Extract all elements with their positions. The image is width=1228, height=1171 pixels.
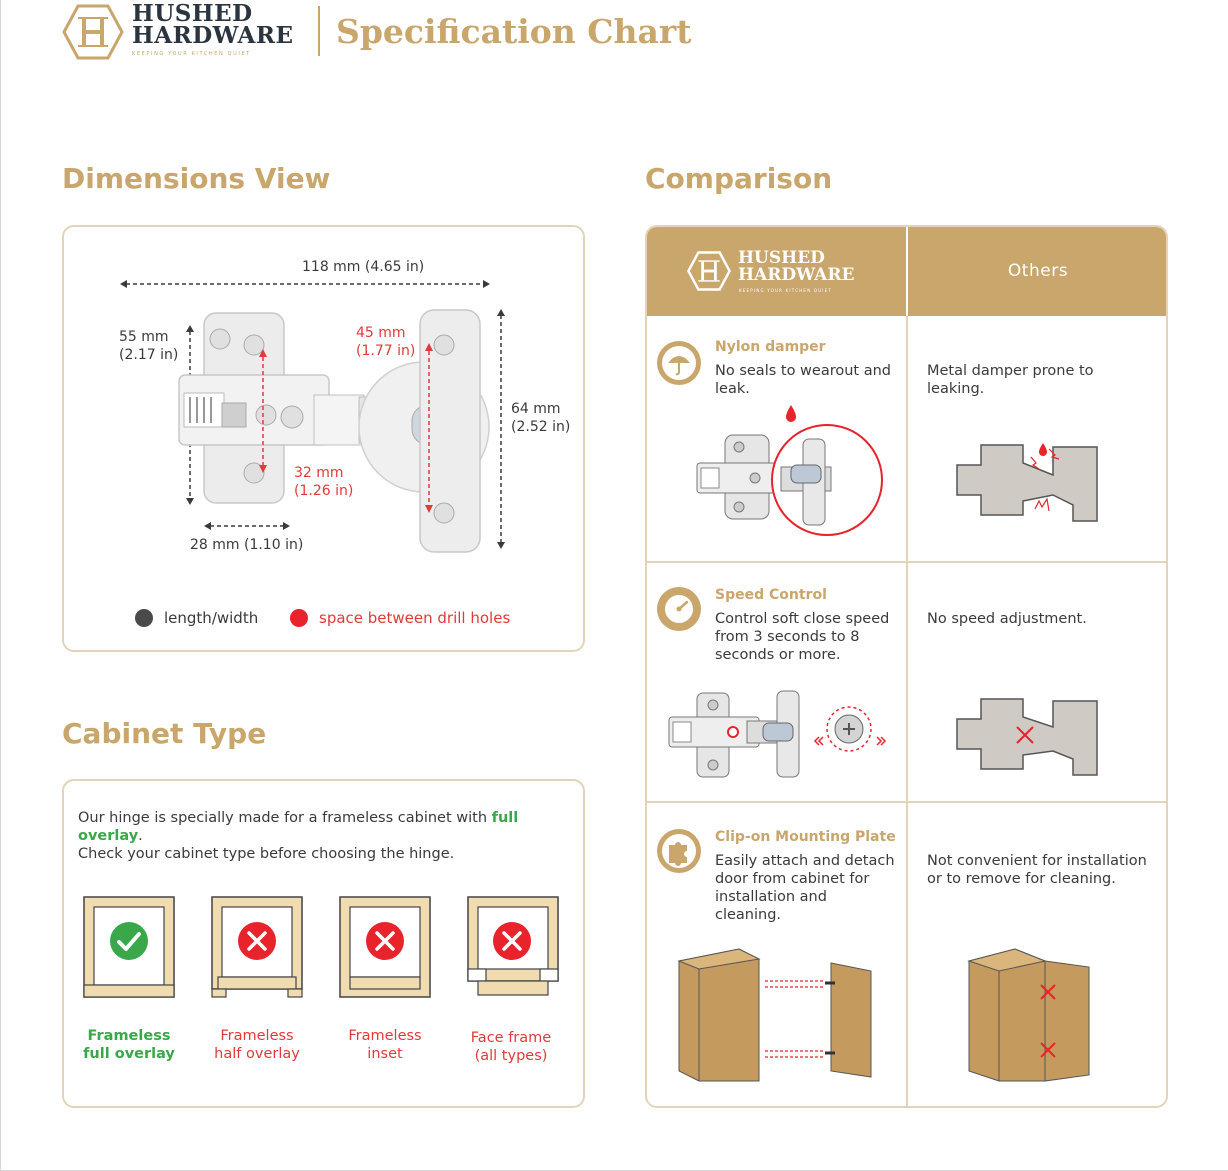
speed-control-hinge-illustration <box>668 690 887 778</box>
comparison-header: HUSHED HARDWARE KEEPING YOUR KITCHEN QUI… <box>647 227 1166 316</box>
others-description: No speed adjustment. <box>927 611 1087 627</box>
others-description: Not convenient for installation or to re… <box>927 853 1147 887</box>
cross-icon <box>238 922 276 960</box>
total-width-label: 118 mm (4.65 in) <box>302 259 425 275</box>
comparison-brand-line1: HUSHED <box>738 248 825 268</box>
puzzle-icon <box>657 829 701 873</box>
cabinet-label-line1: Frameless <box>348 1028 422 1044</box>
speedometer-icon <box>657 587 701 631</box>
feature-title: Speed Control <box>715 587 827 603</box>
cabinet-label-line1: Frameless <box>220 1028 294 1044</box>
base-width-label: 28 mm (1.10 in) <box>190 537 304 553</box>
cabinet-label-line1: Frameless <box>87 1028 171 1044</box>
comparison-title: Comparison <box>645 162 833 195</box>
right-height-mm: 64 mm <box>511 401 561 417</box>
cross-icon <box>493 922 531 960</box>
cabinet-label-line2: (all types) <box>474 1048 548 1064</box>
brand-logo: HUSHED HARDWARE KEEPING YOUR KITCHEN QUI… <box>62 2 302 62</box>
column-divider <box>906 316 908 1106</box>
left-drill-mm: 32 mm <box>294 465 344 481</box>
nylon-damper-hinge-illustration <box>696 405 883 536</box>
comparison-table: HUSHED HARDWARE KEEPING YOUR KITCHEN QUI… <box>645 225 1168 1108</box>
cabinet-label-face-frame: Face frame (all types) <box>446 1029 576 1065</box>
legend-label-length: length/width <box>164 609 259 627</box>
row-divider <box>647 801 1166 803</box>
cabinet-full-overlay-diagram <box>83 896 175 998</box>
no-speed-adjust-illustration <box>956 698 1098 776</box>
others-column-header: Others <box>1007 261 1069 281</box>
base-width-arrow <box>204 522 290 530</box>
cabinet-label-line2: full overlay <box>83 1046 175 1062</box>
comparison-brand-line2: HARDWARE <box>738 265 855 285</box>
cabinet-label-line2: half overlay <box>214 1046 300 1062</box>
clip-on-cabinet-illustration <box>677 948 872 1082</box>
left-height-mm: 55 mm <box>119 329 169 345</box>
cabinet-label-half-overlay: Frameless half overlay <box>192 1027 322 1063</box>
cabinet-label-inset: Frameless inset <box>320 1027 450 1063</box>
legend-dot-length <box>135 609 153 627</box>
left-height-in: (2.17 in) <box>119 347 179 363</box>
page-title: Specification Chart <box>336 12 692 51</box>
header-column-divider <box>906 227 908 316</box>
feature-description: No seals to wearout and leak. <box>715 363 891 397</box>
cabinet-intro-period: . <box>138 828 143 844</box>
hinge-illustration <box>178 309 490 553</box>
right-drill-in: (1.77 in) <box>356 343 416 359</box>
cabinet-label-line2: inset <box>367 1046 403 1062</box>
others-description: Metal damper prone to leaking. <box>927 363 1094 397</box>
cabinet-intro-text: Our hinge is specially made for a framel… <box>78 810 492 826</box>
cabinet-title: Cabinet Type <box>62 717 267 750</box>
legend-dot-drill <box>290 609 308 627</box>
brand-tagline: KEEPING YOUR KITCHEN QUIET <box>132 51 251 57</box>
cabinet-inset-diagram <box>339 896 431 998</box>
brand-name-line2: HARDWARE <box>132 22 294 49</box>
feature-title: Clip-on Mounting Plate <box>715 829 896 845</box>
cabinet-intro: Our hinge is specially made for a framel… <box>78 809 588 863</box>
dimensions-card: 118 mm (4.65 in) 55 mm (2.17 in) 45 mm (… <box>62 225 585 652</box>
header-divider <box>318 6 320 56</box>
cabinet-intro-highlight: full overlay <box>78 810 519 844</box>
row-divider <box>647 561 1166 563</box>
cross-icon <box>366 922 404 960</box>
feature-title: Nylon damper <box>715 339 826 355</box>
total-width-arrow <box>120 280 490 288</box>
right-height-arrow <box>497 309 505 549</box>
check-icon <box>110 922 148 960</box>
hexagon-logo-icon <box>62 4 124 60</box>
dimensions-title: Dimensions View <box>62 162 331 195</box>
comparison-brand-tagline: KEEPING YOUR KITCHEN QUIET <box>739 288 833 293</box>
feature-description: Control soft close speed from 3 seconds … <box>715 611 890 663</box>
brand-name-line1: HUSHED <box>132 0 253 27</box>
cabinet-intro-line2: Check your cabinet type before choosing … <box>78 846 455 862</box>
legend-label-drill: space between drill holes <box>319 609 511 627</box>
fixed-cabinet-illustration <box>967 948 1090 1082</box>
metal-damper-leak-illustration <box>956 443 1098 522</box>
hexagon-logo-icon <box>687 251 731 291</box>
right-drill-mm: 45 mm <box>356 325 406 341</box>
feature-description: Easily attach and detach door from cabin… <box>715 853 895 923</box>
cabinet-card: Our hinge is specially made for a framel… <box>62 779 585 1108</box>
umbrella-icon <box>657 341 701 385</box>
cabinet-label-full-overlay: Frameless full overlay <box>64 1027 194 1063</box>
left-drill-in: (1.26 in) <box>294 483 354 499</box>
cabinet-label-line1: Face frame <box>470 1030 552 1046</box>
right-height-in: (2.52 in) <box>511 419 571 435</box>
